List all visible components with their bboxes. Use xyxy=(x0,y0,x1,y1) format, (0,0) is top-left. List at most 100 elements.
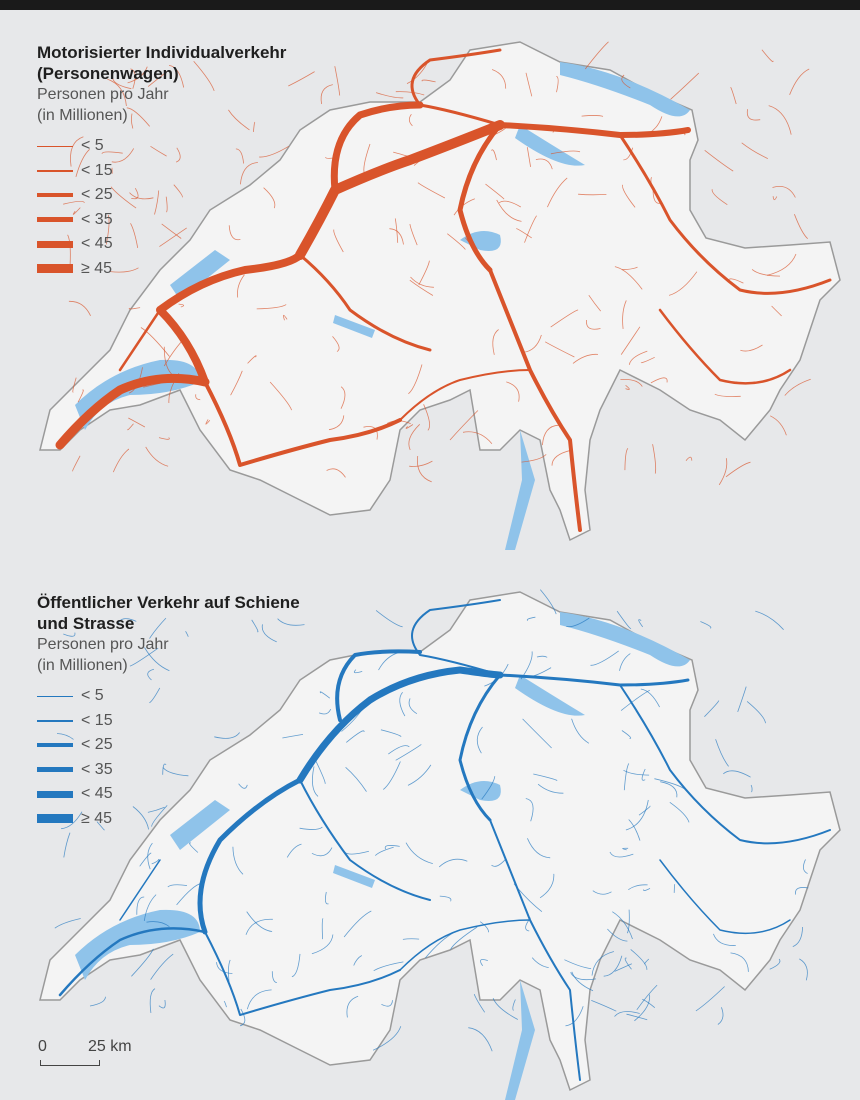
lake-maggiore xyxy=(505,980,535,1100)
minor-route xyxy=(700,622,710,629)
minor-route xyxy=(493,998,518,1019)
minor-route xyxy=(159,438,169,440)
minor-route xyxy=(146,447,168,466)
legend-item-ge45: ≥ 45 xyxy=(37,807,300,832)
legend-swatch xyxy=(37,170,73,172)
legend-title-line2: (Personenwagen) xyxy=(37,63,286,84)
minor-route xyxy=(653,444,656,473)
legend-swatch xyxy=(37,217,73,222)
minor-route xyxy=(751,785,752,792)
minor-route xyxy=(335,66,340,95)
legend-title-line2: und Strasse xyxy=(37,613,300,634)
legend-item-lt5: < 5 xyxy=(37,684,300,709)
minor-route xyxy=(585,42,608,69)
legend-item-lt15: < 15 xyxy=(37,709,300,734)
top-rule xyxy=(0,0,860,10)
minor-route xyxy=(151,954,174,980)
legend-label: < 25 xyxy=(81,186,113,204)
minor-route xyxy=(288,72,314,86)
scale-bar-line xyxy=(40,1060,100,1066)
minor-route xyxy=(705,150,734,171)
legend-title-line1: Öffentlicher Verkehr auf Schiene xyxy=(37,592,300,613)
minor-route xyxy=(128,424,134,430)
scale-distance-label: 25 km xyxy=(88,1038,132,1056)
minor-route xyxy=(645,959,649,964)
legend-item-lt45: < 45 xyxy=(37,232,286,257)
minor-route xyxy=(90,997,106,1006)
legend-label: < 15 xyxy=(81,712,113,730)
minor-route xyxy=(409,461,432,466)
legend-label: < 35 xyxy=(81,211,113,229)
legend-swatch xyxy=(37,241,73,248)
legend-label: < 15 xyxy=(81,162,113,180)
minor-route xyxy=(794,214,807,239)
minor-route xyxy=(159,1000,165,1008)
minor-route xyxy=(73,456,81,471)
minor-route xyxy=(686,457,692,461)
minor-route xyxy=(639,620,643,627)
legend-item-lt15: < 15 xyxy=(37,159,286,184)
minor-route xyxy=(625,448,628,470)
minor-route xyxy=(422,80,436,82)
minor-route xyxy=(762,50,773,62)
minor-route xyxy=(64,833,70,858)
legend-subtitle-line2: (in Millionen) xyxy=(37,656,300,676)
minor-route xyxy=(450,411,478,441)
minor-route xyxy=(793,927,803,947)
legend-item-lt35: < 35 xyxy=(37,758,300,783)
lake-maggiore xyxy=(505,430,535,550)
minor-route xyxy=(604,956,622,976)
legend-item-lt5: < 5 xyxy=(37,134,286,159)
minor-route xyxy=(726,462,751,477)
legend-subtitle-line2: (in Millionen) xyxy=(37,106,286,126)
minor-route xyxy=(591,1000,616,1011)
legend-label: < 35 xyxy=(81,761,113,779)
minor-route xyxy=(718,1007,723,1024)
minor-route xyxy=(755,611,783,630)
minor-route xyxy=(712,189,727,204)
minor-route xyxy=(620,379,642,386)
minor-route xyxy=(321,85,333,104)
legend-swatch xyxy=(37,720,73,722)
minor-route xyxy=(55,919,81,929)
minor-route xyxy=(376,610,403,626)
minor-route xyxy=(513,1000,516,1011)
legend-swatch xyxy=(37,743,73,747)
legend-swatch xyxy=(37,193,73,197)
minor-route xyxy=(799,959,807,980)
minor-route xyxy=(747,701,765,723)
legend-swatch xyxy=(37,696,73,697)
minor-route xyxy=(769,106,792,135)
minor-route xyxy=(716,739,729,766)
minor-route xyxy=(719,458,727,485)
minor-route xyxy=(409,424,420,450)
minor-route xyxy=(625,958,631,969)
legend-subtitle-line1: Personen pro Jahr xyxy=(37,635,300,655)
minor-route xyxy=(671,73,699,99)
minor-route xyxy=(376,93,403,98)
legend-label: < 25 xyxy=(81,736,113,754)
legend-swatch xyxy=(37,146,73,147)
legend-item-lt25: < 25 xyxy=(37,733,300,758)
minor-route xyxy=(731,87,737,104)
legend-swatch xyxy=(37,264,73,273)
legend-item-lt35: < 35 xyxy=(37,208,286,233)
legend-label: < 45 xyxy=(81,235,113,253)
legend-title-line1: Motorisierter Individualverkehr xyxy=(37,42,286,63)
legend-swatch xyxy=(37,814,73,823)
scale-zero-label: 0 xyxy=(38,1038,47,1056)
minor-route xyxy=(770,959,780,969)
minor-route xyxy=(723,771,750,777)
legend-item-lt45: < 45 xyxy=(37,782,300,807)
minor-route xyxy=(396,92,424,95)
legend-private-traffic: Motorisierter Individualverkehr (Persone… xyxy=(37,42,286,281)
minor-route xyxy=(631,949,647,969)
minor-route xyxy=(406,425,413,429)
legend-label: < 45 xyxy=(81,785,113,803)
minor-route xyxy=(742,143,768,159)
legend-subtitle-line1: Personen pro Jahr xyxy=(37,85,286,105)
legend-item-lt25: < 25 xyxy=(37,183,286,208)
minor-route xyxy=(626,385,630,389)
legend-label: ≥ 45 xyxy=(81,810,112,828)
minor-route xyxy=(747,109,760,120)
